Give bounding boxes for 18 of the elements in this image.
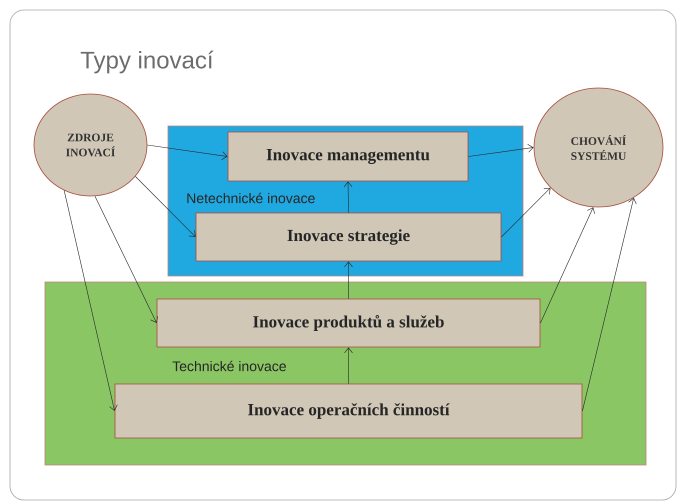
- arrow: [94, 196, 158, 323]
- ellipse-node: CHOVÁNÍ SYSTÉMU: [534, 88, 664, 208]
- process-box: Inovace operačních činností: [114, 384, 582, 438]
- arrow: [135, 176, 196, 237]
- process-box: Inovace strategie: [196, 212, 502, 262]
- arrow: [344, 181, 352, 213]
- process-box: Inovace managementu: [228, 132, 468, 182]
- arrow: [468, 144, 534, 157]
- ellipse-node: ZDROJE INOVACÍ: [34, 94, 148, 196]
- arrow: [582, 198, 637, 412]
- arrow: [344, 261, 353, 299]
- title: Typy inovací: [80, 50, 214, 74]
- arrow: [344, 347, 353, 384]
- arrow: [147, 144, 228, 160]
- process-box: Inovace produktů a služeb: [156, 298, 540, 348]
- arrow: [64, 190, 118, 411]
- arrow: [501, 188, 550, 238]
- arrow: [540, 207, 595, 324]
